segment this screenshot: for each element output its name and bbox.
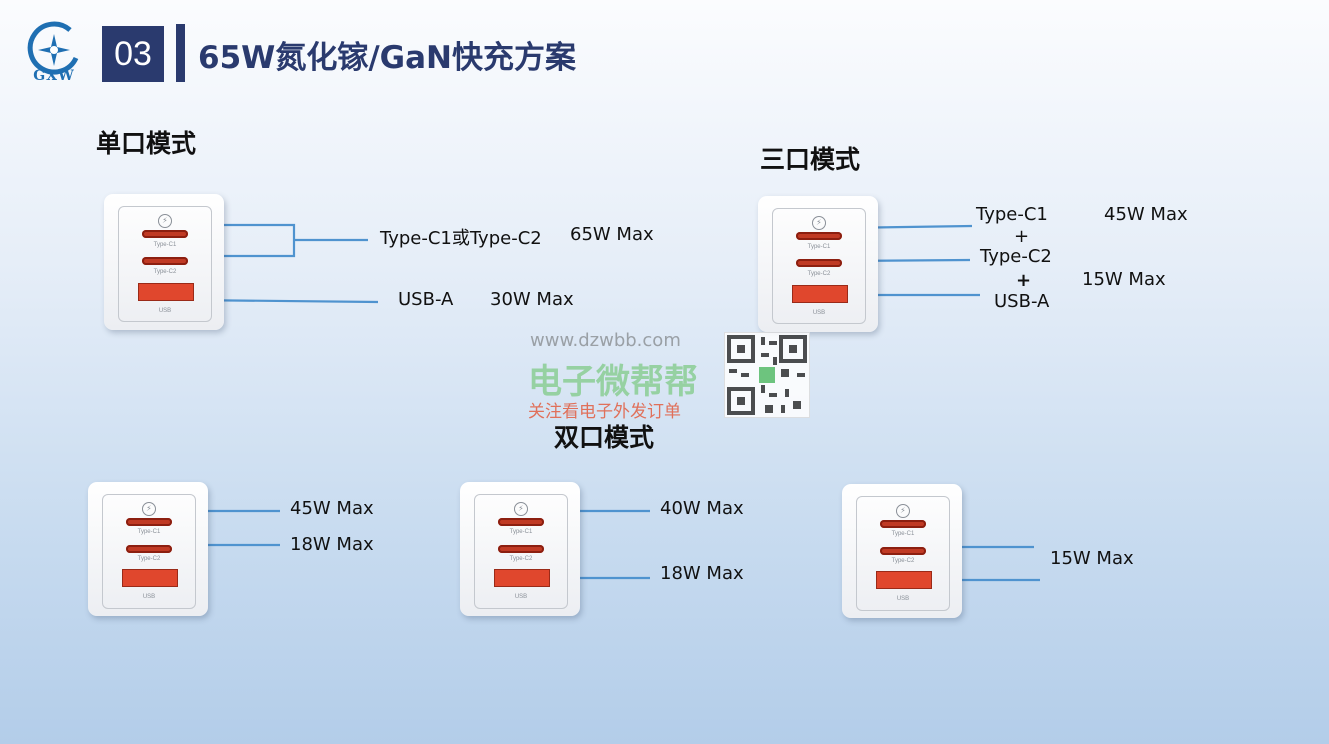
charger-single: ⚡ Type-C1 Type-C2 USB — [104, 194, 224, 330]
type-c1-port — [498, 517, 544, 526]
watermark-url: www.dzwbb.com — [530, 330, 681, 351]
port-label: Type-C2 — [137, 555, 161, 562]
dual3-power: 15W Max — [1050, 548, 1134, 569]
lightning-icon: ⚡ — [895, 503, 910, 518]
single-typec-power: 65W Max — [570, 224, 654, 245]
port-label: USB — [896, 596, 910, 603]
watermark-slogan: 关注看电子外发订单 — [528, 402, 681, 422]
section-number: 03 — [102, 26, 164, 82]
single-typec-label: Type-C1或Type-C2 — [380, 228, 542, 249]
lightning-icon: ⚡ — [811, 216, 826, 231]
type-c2-port — [796, 259, 842, 268]
single-usba-label: USB-A — [398, 289, 454, 310]
qr-code — [724, 332, 810, 418]
lightning-icon: ⚡ — [157, 214, 172, 229]
plus-sign: + — [1014, 226, 1030, 247]
port-label: Type-C1 — [807, 243, 831, 250]
port-label: Type-C2 — [807, 270, 831, 277]
charger-panel: ⚡ Type-C1 Type-C2 USB — [772, 208, 866, 325]
type-c1-port — [126, 517, 172, 526]
usb-a-port — [791, 284, 849, 303]
charger-triple: ⚡ Type-C1 Type-C2 USB — [758, 196, 878, 332]
triple-c2-label: Type-C2 — [980, 246, 1052, 267]
type-c2-port — [498, 544, 544, 553]
usb-a-port — [875, 571, 933, 590]
type-c2-port — [142, 257, 188, 266]
gxw-logo — [27, 21, 79, 75]
charger-panel: ⚡ Type-C1 Type-C2 USB — [856, 496, 950, 611]
type-c1-port — [880, 519, 926, 528]
port-label: USB — [812, 309, 826, 316]
triple-shared-power: 15W Max — [1082, 269, 1166, 290]
dual1-power-bottom: 18W Max — [290, 534, 374, 555]
type-c2-port — [126, 544, 172, 553]
single-mode-title: 单口模式 — [96, 129, 197, 158]
charger-dual-1: ⚡ Type-C1 Type-C2 USB — [88, 482, 208, 616]
charger-panel: ⚡ Type-C1 Type-C2 USB — [474, 494, 568, 609]
plus-sign: + — [1016, 270, 1032, 291]
charger-dual-2: ⚡ Type-C1 Type-C2 USB — [460, 482, 580, 616]
dual-mode-title: 双口模式 — [554, 423, 655, 452]
dual2-power-top: 40W Max — [660, 498, 744, 519]
usb-a-port — [137, 282, 195, 301]
charger-dual-3: ⚡ Type-C1 Type-C2 USB — [842, 484, 962, 618]
dual2-power-bottom: 18W Max — [660, 563, 744, 584]
lightning-icon: ⚡ — [141, 501, 156, 516]
logo-text: GXW — [33, 68, 75, 84]
port-label: Type-C1 — [891, 530, 915, 537]
usb-a-port — [493, 569, 551, 588]
charger-panel: ⚡ Type-C1 Type-C2 USB — [118, 206, 212, 323]
triple-mode-title: 三口模式 — [760, 145, 861, 174]
type-c1-port — [796, 232, 842, 241]
type-c1-port — [142, 230, 188, 239]
port-label: Type-C2 — [153, 268, 177, 275]
port-label: USB — [514, 594, 528, 601]
port-label: Type-C1 — [137, 528, 161, 535]
port-label: Type-C2 — [509, 555, 533, 562]
type-c2-port — [880, 546, 926, 555]
port-label: USB — [158, 307, 172, 314]
port-label: Type-C1 — [509, 528, 533, 535]
single-usba-power: 30W Max — [490, 289, 574, 310]
triple-c1-power: 45W Max — [1104, 204, 1188, 225]
triple-c1-label: Type-C1 — [976, 204, 1048, 225]
title-divider — [176, 24, 185, 82]
dual1-power-top: 45W Max — [290, 498, 374, 519]
charger-panel: ⚡ Type-C1 Type-C2 USB — [102, 494, 196, 609]
port-label: Type-C2 — [891, 557, 915, 564]
usb-a-port — [121, 569, 179, 588]
triple-usba-label: USB-A — [994, 291, 1050, 312]
watermark-name: 电子微帮帮 — [528, 362, 698, 402]
page-title: 65W氮化镓/GaN快充方案 — [198, 40, 576, 76]
port-label: Type-C1 — [153, 241, 177, 248]
port-label: USB — [142, 594, 156, 601]
lightning-icon: ⚡ — [513, 501, 528, 516]
